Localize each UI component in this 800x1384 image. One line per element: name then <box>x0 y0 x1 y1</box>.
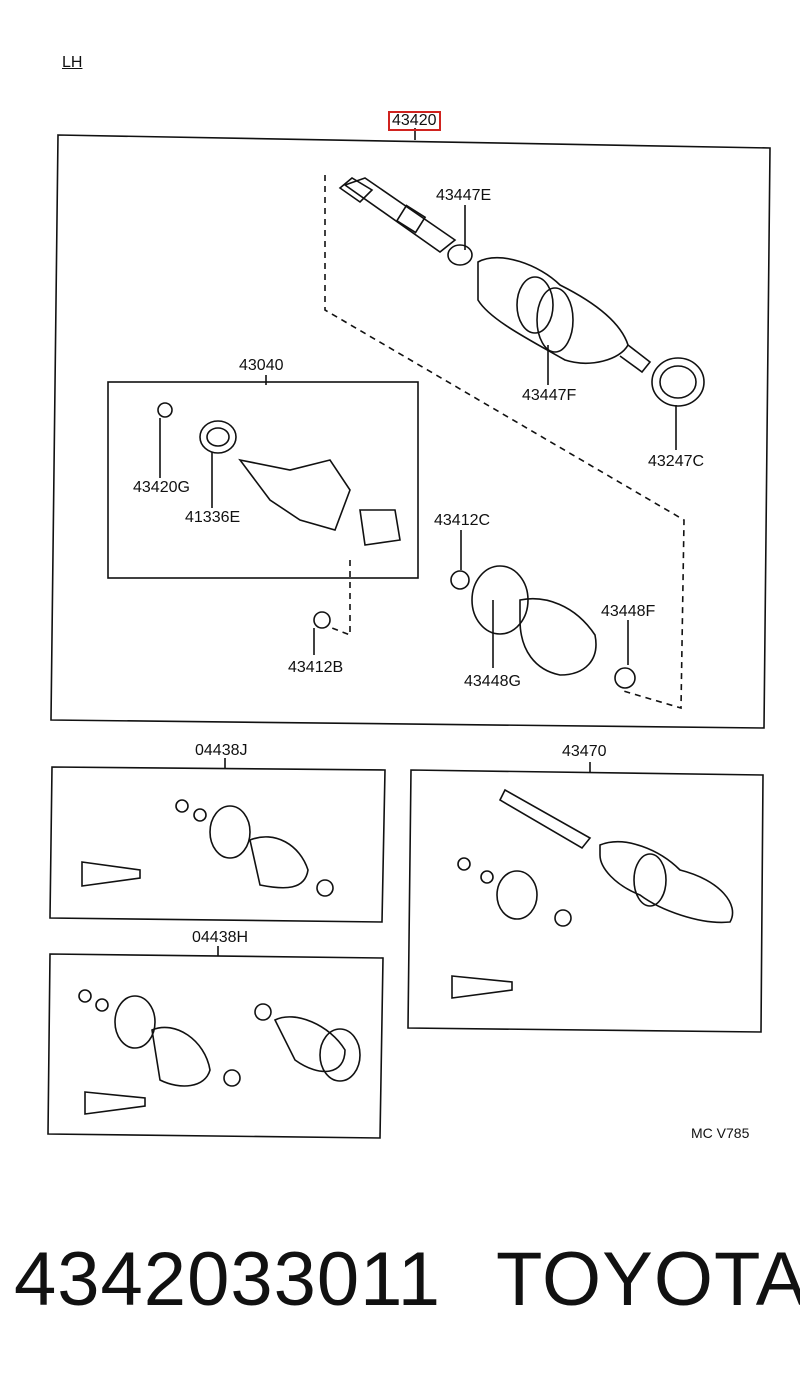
callout-04438h[interactable]: 04438H <box>192 929 249 946</box>
main-assembly-frame <box>50 134 771 729</box>
upper-shaft-drawing <box>338 177 705 407</box>
callout-43447f[interactable]: 43447F <box>522 387 577 404</box>
callout-43247c[interactable]: 43247C <box>648 453 705 470</box>
callout-43447e[interactable]: 43447E <box>436 187 492 204</box>
callout-43420[interactable]: 43420 <box>388 111 441 131</box>
kit-box-h <box>47 953 384 1139</box>
callout-41336e[interactable]: 41336E <box>185 509 241 526</box>
callout-43448g[interactable]: 43448G <box>464 673 521 690</box>
callout-43040[interactable]: 43040 <box>239 357 284 374</box>
outer-shaft-box <box>407 769 764 1033</box>
inner-joint-box <box>107 381 419 579</box>
callout-43448f[interactable]: 43448F <box>601 603 656 620</box>
side-label: LH <box>62 54 83 71</box>
callout-43420g[interactable]: 43420G <box>133 479 190 496</box>
callout-43470[interactable]: 43470 <box>562 743 607 760</box>
callout-43412b[interactable]: 43412B <box>288 659 344 676</box>
brand-name: TOYOTA <box>496 1237 800 1322</box>
kit-box-j <box>49 766 386 923</box>
dashed-envelope <box>324 175 685 710</box>
callout-43412c[interactable]: 43412C <box>434 512 491 529</box>
part-number: 4342033011 <box>14 1237 442 1322</box>
diagram-code: MC V785 <box>691 1125 750 1141</box>
callout-04438j[interactable]: 04438J <box>195 742 248 759</box>
